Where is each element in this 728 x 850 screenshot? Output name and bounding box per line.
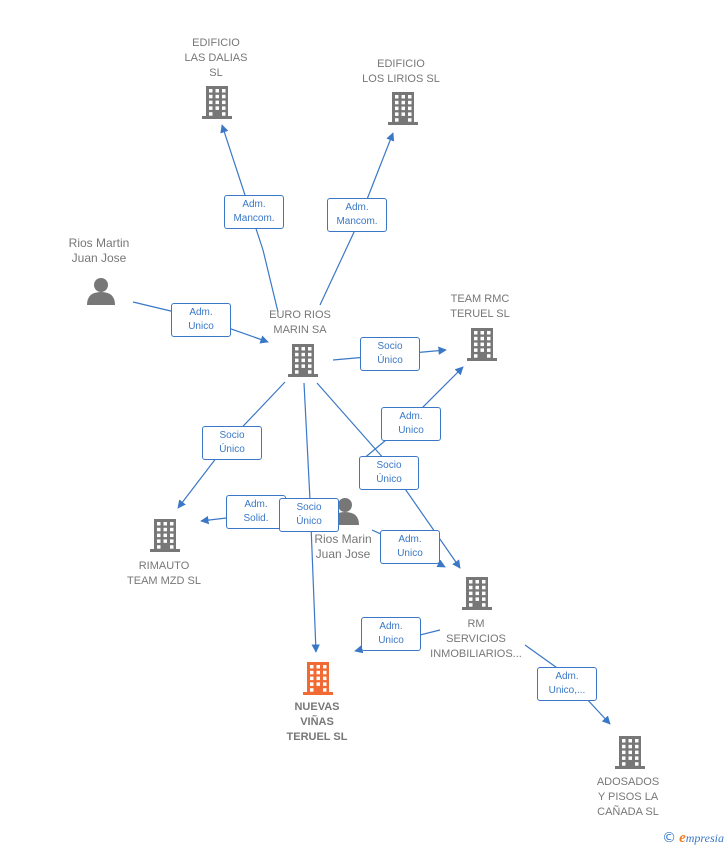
edge-label-rios_marin-to-rimauto[interactable]: Adm. Solid. [226, 495, 286, 529]
edge-label-euro_rios-to-nuevas_vinas[interactable]: Socio Único [279, 498, 339, 532]
building-icon-euro_rios[interactable] [288, 344, 318, 377]
building-icon-rm_servicios[interactable] [462, 577, 492, 610]
edge-label-euro_rios-to-los_lirios[interactable]: Adm. Mancom. [327, 198, 387, 232]
edge-euro_rios-to-las_dalias [220, 124, 279, 313]
node-label-adosados[interactable]: ADOSADOS Y PISOS LA CAÑADA SL [596, 776, 660, 818]
edge-label-euro_rios-to-las_dalias[interactable]: Adm. Mancom. [224, 195, 284, 229]
building-icon-las_dalias[interactable] [202, 86, 232, 119]
node-label-team_rmc[interactable]: TEAM RMC TERUEL SL [450, 293, 510, 320]
building-icon-nuevas_vinas[interactable] [303, 662, 333, 695]
edge-label-rm_servicios-to-adosados[interactable]: Adm. Unico,... [537, 667, 597, 701]
edge-label-euro_rios-to-rm_servicios[interactable]: Socio Único [359, 456, 419, 490]
edge-label-rios_marin-to-team_rmc[interactable]: Adm. Unico [381, 407, 441, 441]
edge-label-rios_marin-to-rm_servicios[interactable]: Adm. Unico [380, 530, 440, 564]
edge-label-rios_martin-to-euro_rios[interactable]: Adm. Unico [171, 303, 231, 337]
node-label-rios_martin[interactable]: Rios Martin Juan Jose [68, 236, 130, 265]
edge-label-euro_rios-to-rimauto[interactable]: Socio Único [202, 426, 262, 460]
edge-label-rm_servicios-to-nuevas_vinas[interactable]: Adm. Unico [361, 617, 421, 651]
building-icon-adosados[interactable] [615, 736, 645, 769]
person-icon-rios_martin[interactable] [87, 278, 115, 305]
brand-logo: © empresia [662, 830, 724, 847]
node-label-rios_marin[interactable]: Rios Marin Juan Jose [314, 532, 372, 561]
node-label-euro_rios[interactable]: EURO RIOS MARIN SA [269, 309, 331, 336]
node-label-los_lirios[interactable]: EDIFICIO LOS LIRIOS SL [362, 58, 440, 85]
brand-first-letter: e [679, 830, 686, 846]
edge-label-euro_rios-to-team_rmc[interactable]: Socio Único [360, 337, 420, 371]
node-label-rimauto[interactable]: RIMAUTO TEAM MZD SL [127, 560, 201, 587]
node-label-rm_servicios[interactable]: RM SERVICIOS INMOBILIARIOS... [430, 618, 522, 660]
building-icon-team_rmc[interactable] [467, 328, 497, 361]
building-icon-los_lirios[interactable] [388, 92, 418, 125]
copyright-symbol: © [662, 830, 677, 846]
node-label-las_dalias[interactable]: EDIFICIO LAS DALIAS SL [184, 37, 248, 79]
brand-name: mpresia [685, 831, 724, 845]
node-label-nuevas_vinas[interactable]: NUEVAS VIÑAS TERUEL SL [286, 701, 348, 743]
building-icon-rimauto[interactable] [150, 519, 180, 552]
